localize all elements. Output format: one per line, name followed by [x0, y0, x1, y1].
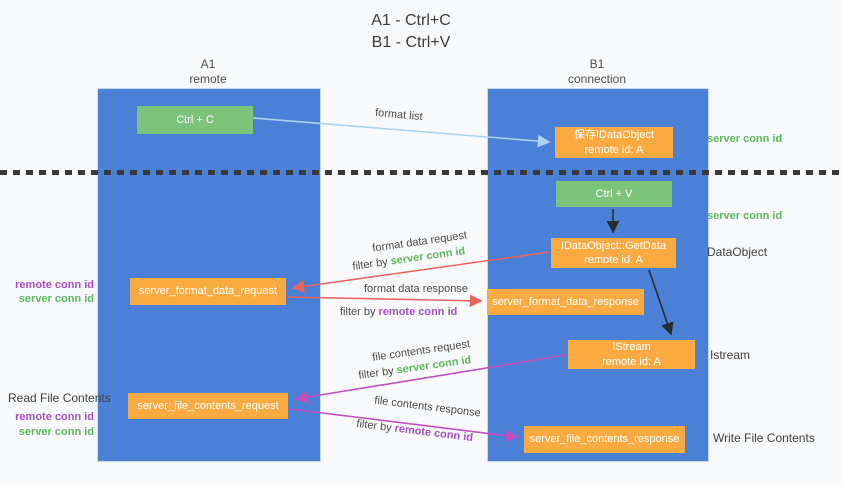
- ctrl-c-label: Ctrl + C: [176, 113, 214, 126]
- arrow-getdata-to-istream: [648, 269, 674, 336]
- server-conn-id-annotation-left-1: server conn id: [18, 293, 94, 305]
- server-file-contents-request-box: server_file_contents_request: [128, 393, 288, 419]
- arrow-file-contents-response: [289, 408, 519, 442]
- save-idataobject-line1: 保存IDataObject: [573, 129, 655, 142]
- arrow-format-list: [252, 117, 551, 148]
- arrow-format-data-request: [291, 251, 550, 293]
- istream-box: IStream remote id: A: [568, 340, 695, 369]
- server-format-data-response-box: server_format_data_response: [487, 289, 644, 315]
- remote-conn-id-annotation-2: remote conn id: [15, 411, 94, 423]
- lane-header-a1: A1 remote: [97, 57, 319, 87]
- istream-line2: remote id: A: [602, 355, 661, 368]
- remote-conn-id-annotation-1: remote conn id: [15, 279, 94, 291]
- server-file-contents-response-box: server_file_contents_response: [524, 426, 685, 453]
- diagram-title: A1 - Ctrl+C B1 - Ctrl+V: [0, 10, 822, 53]
- getdata-line2: remote id: A: [584, 254, 643, 266]
- title-line-1: A1 - Ctrl+C: [371, 12, 451, 29]
- server-format-data-request-box: server_format_data_request: [130, 278, 286, 305]
- ctrl-c-box: Ctrl + C: [137, 106, 253, 134]
- arrow-file-contents-request: [294, 354, 567, 404]
- server-file-contents-response-label: server_file_contents_response: [529, 433, 680, 446]
- server-conn-id-annotation-top: server conn id: [707, 133, 783, 145]
- lane-a1-name: A1: [200, 57, 216, 71]
- server-file-contents-request-label: server_file_contents_request: [137, 399, 279, 412]
- arrow-format-data-response: [287, 294, 483, 308]
- filter2-prefix: filter by: [340, 306, 379, 318]
- title-line-2: B1 - Ctrl+V: [371, 33, 451, 51]
- format-data-response-label: format data response: [364, 283, 468, 295]
- dataobject-annotation: DataObject: [707, 245, 768, 259]
- session-divider-dotted-line: [0, 170, 842, 175]
- read-file-contents-annotation: Read File Contents: [8, 391, 111, 405]
- istream-annotation: Istream: [710, 348, 751, 362]
- ctrl-v-box: Ctrl + V: [556, 181, 672, 207]
- lane-b1-name: B1: [589, 57, 605, 71]
- save-idataobject-box: 保存IDataObject remote id: A: [555, 127, 673, 158]
- lane-header-b1: B1 connection: [487, 57, 707, 87]
- save-idataobject-line2: remote id: A: [584, 143, 644, 156]
- write-file-contents-annotation: Write File Contents: [713, 431, 815, 445]
- server-conn-id-annotation-mid: server conn id: [707, 210, 783, 222]
- server-conn-id-annotation-left-2: server conn id: [18, 426, 94, 438]
- server-format-data-request-label: server_format_data_request: [138, 285, 278, 298]
- filter-by-remote-conn-id-label-1: filter by remote conn id: [340, 306, 457, 318]
- lane-a1-subtitle: remote: [189, 72, 227, 86]
- server-format-data-response-label: server_format_data_response: [492, 295, 639, 308]
- ctrl-v-label: Ctrl + V: [595, 187, 633, 200]
- idataobject-getdata-box: IDataObject::GetData remote id: A: [551, 238, 676, 268]
- filter2-value: remote conn id: [378, 306, 458, 318]
- getdata-line1: IDataObject::GetData: [560, 239, 667, 252]
- lane-b1-subtitle: connection: [567, 72, 627, 86]
- istream-line1: IStream: [612, 341, 651, 354]
